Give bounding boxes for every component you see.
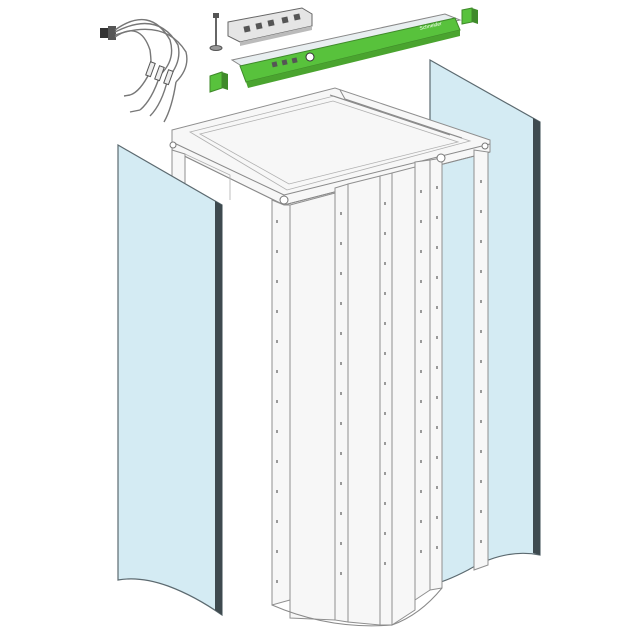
control-module — [227, 7, 313, 46]
roof-trim-bar: Schneider — [230, 13, 462, 88]
left-side-panel — [117, 143, 223, 617]
enclosure-frame — [169, 87, 491, 627]
label-strip-text: Schneider — [419, 21, 443, 32]
antenna-screw — [209, 13, 223, 51]
green-end-caps — [209, 7, 478, 93]
post-perforations — [276, 180, 482, 583]
cable-harness — [100, 18, 188, 123]
